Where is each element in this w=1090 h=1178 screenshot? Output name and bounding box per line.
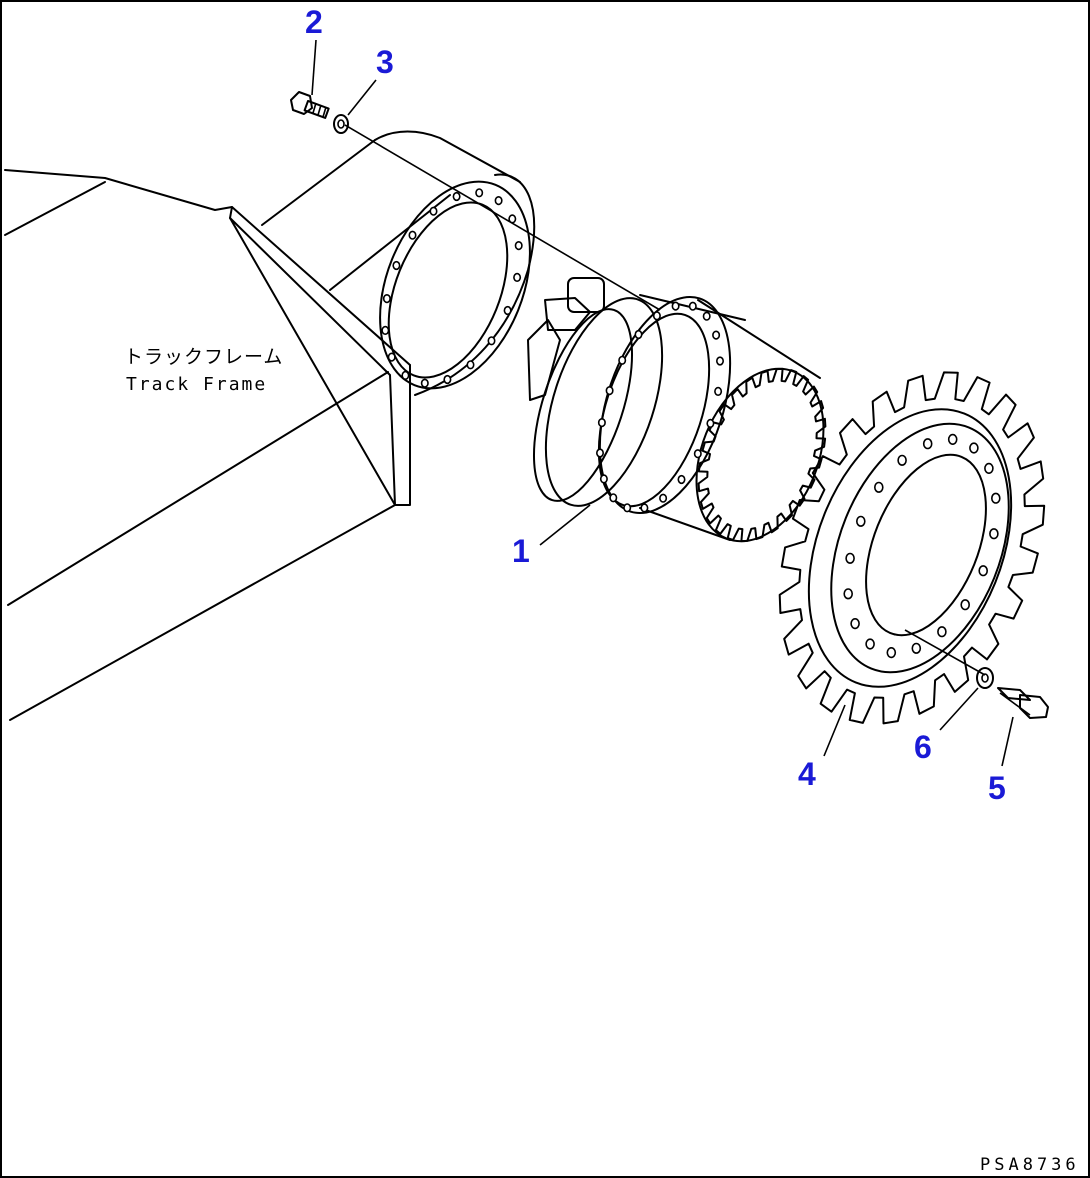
bolt-hole <box>514 241 523 251</box>
assembly-line-lower <box>904 629 986 676</box>
bolt-hole <box>494 196 503 206</box>
bolt-hole <box>503 305 512 316</box>
callout-3: 3 <box>376 44 394 80</box>
bolt-hole <box>865 638 875 650</box>
callout-leaders <box>311 39 1014 767</box>
final-drive <box>527 277 827 543</box>
bolt-hole <box>677 474 686 485</box>
bolt-hole <box>947 433 958 446</box>
bolt-hole <box>843 588 854 600</box>
bolt-hole <box>595 448 604 458</box>
frame-label-en: Track Frame <box>126 374 267 395</box>
bolt-hole <box>443 374 452 385</box>
bolt-hole <box>706 418 715 429</box>
bolt-hole <box>392 260 401 271</box>
bolt-hole <box>845 552 855 564</box>
drawing-code: PSA8736 <box>980 1155 1080 1175</box>
bolt-hole <box>693 449 702 459</box>
callout-6: 6 <box>914 729 932 765</box>
bolt-hole <box>911 642 922 654</box>
bolt-hole <box>597 418 606 428</box>
washer-6 <box>976 667 994 689</box>
bolt-hole <box>429 206 438 216</box>
sprocket <box>778 371 1046 725</box>
bolt-hole <box>387 352 396 362</box>
washer-3 <box>333 114 349 134</box>
callout-5: 5 <box>988 770 1006 806</box>
bolt-hole <box>850 617 860 630</box>
bolt-2 <box>290 91 330 119</box>
bolt-hole <box>989 528 999 540</box>
callout-1: 1 <box>512 533 530 569</box>
assembly-line-upper <box>344 124 661 311</box>
bolt-hole <box>886 646 897 659</box>
bolt-hole <box>513 272 522 283</box>
bolt-hole <box>475 188 484 198</box>
bolt-hole <box>702 311 711 321</box>
bolt-hole <box>609 493 618 503</box>
bolt-hole <box>873 481 884 493</box>
bolt-hole <box>712 330 721 340</box>
bolt-hole <box>990 492 1001 504</box>
bolt-hole <box>688 301 697 311</box>
final-drive-bolt-holes <box>595 301 724 513</box>
bolt-hole <box>969 442 979 454</box>
track-frame <box>4 130 536 721</box>
bolt-hole <box>623 503 632 513</box>
bolt-hole <box>671 301 680 311</box>
bolt-5 <box>997 687 1049 719</box>
frame-label-jp: トラックフレーム <box>124 346 283 368</box>
bolt-hole <box>855 515 866 527</box>
bolt-hole <box>659 493 668 503</box>
sprocket-bolt-holes <box>843 433 1001 659</box>
bolt-hole <box>715 356 724 366</box>
bolt-hole <box>452 191 461 202</box>
callout-2: 2 <box>305 4 323 40</box>
bolt-hole <box>381 325 390 336</box>
bolt-hole <box>618 355 627 365</box>
bolt-hole <box>937 626 947 638</box>
bolt-hole <box>634 329 643 340</box>
bolt-hole <box>420 378 429 388</box>
bolt-hole <box>401 370 410 381</box>
bolt-hole <box>599 474 608 484</box>
bolt-hole <box>382 294 391 304</box>
bolt-hole <box>466 360 475 370</box>
bolt-hole <box>714 386 723 397</box>
bolt-hole <box>978 565 989 577</box>
bolt-hole <box>984 462 994 475</box>
frame-bolt-holes <box>381 188 523 388</box>
bolt-hole <box>408 230 417 240</box>
bolt-hole <box>922 438 933 450</box>
bolt-hole <box>640 503 649 513</box>
bolt-hole <box>960 599 971 611</box>
bolt-hole <box>605 386 614 396</box>
bolt-hole <box>487 336 496 346</box>
callout-4: 4 <box>798 756 816 792</box>
bolt-hole <box>897 454 907 466</box>
bolt-hole <box>652 311 661 321</box>
